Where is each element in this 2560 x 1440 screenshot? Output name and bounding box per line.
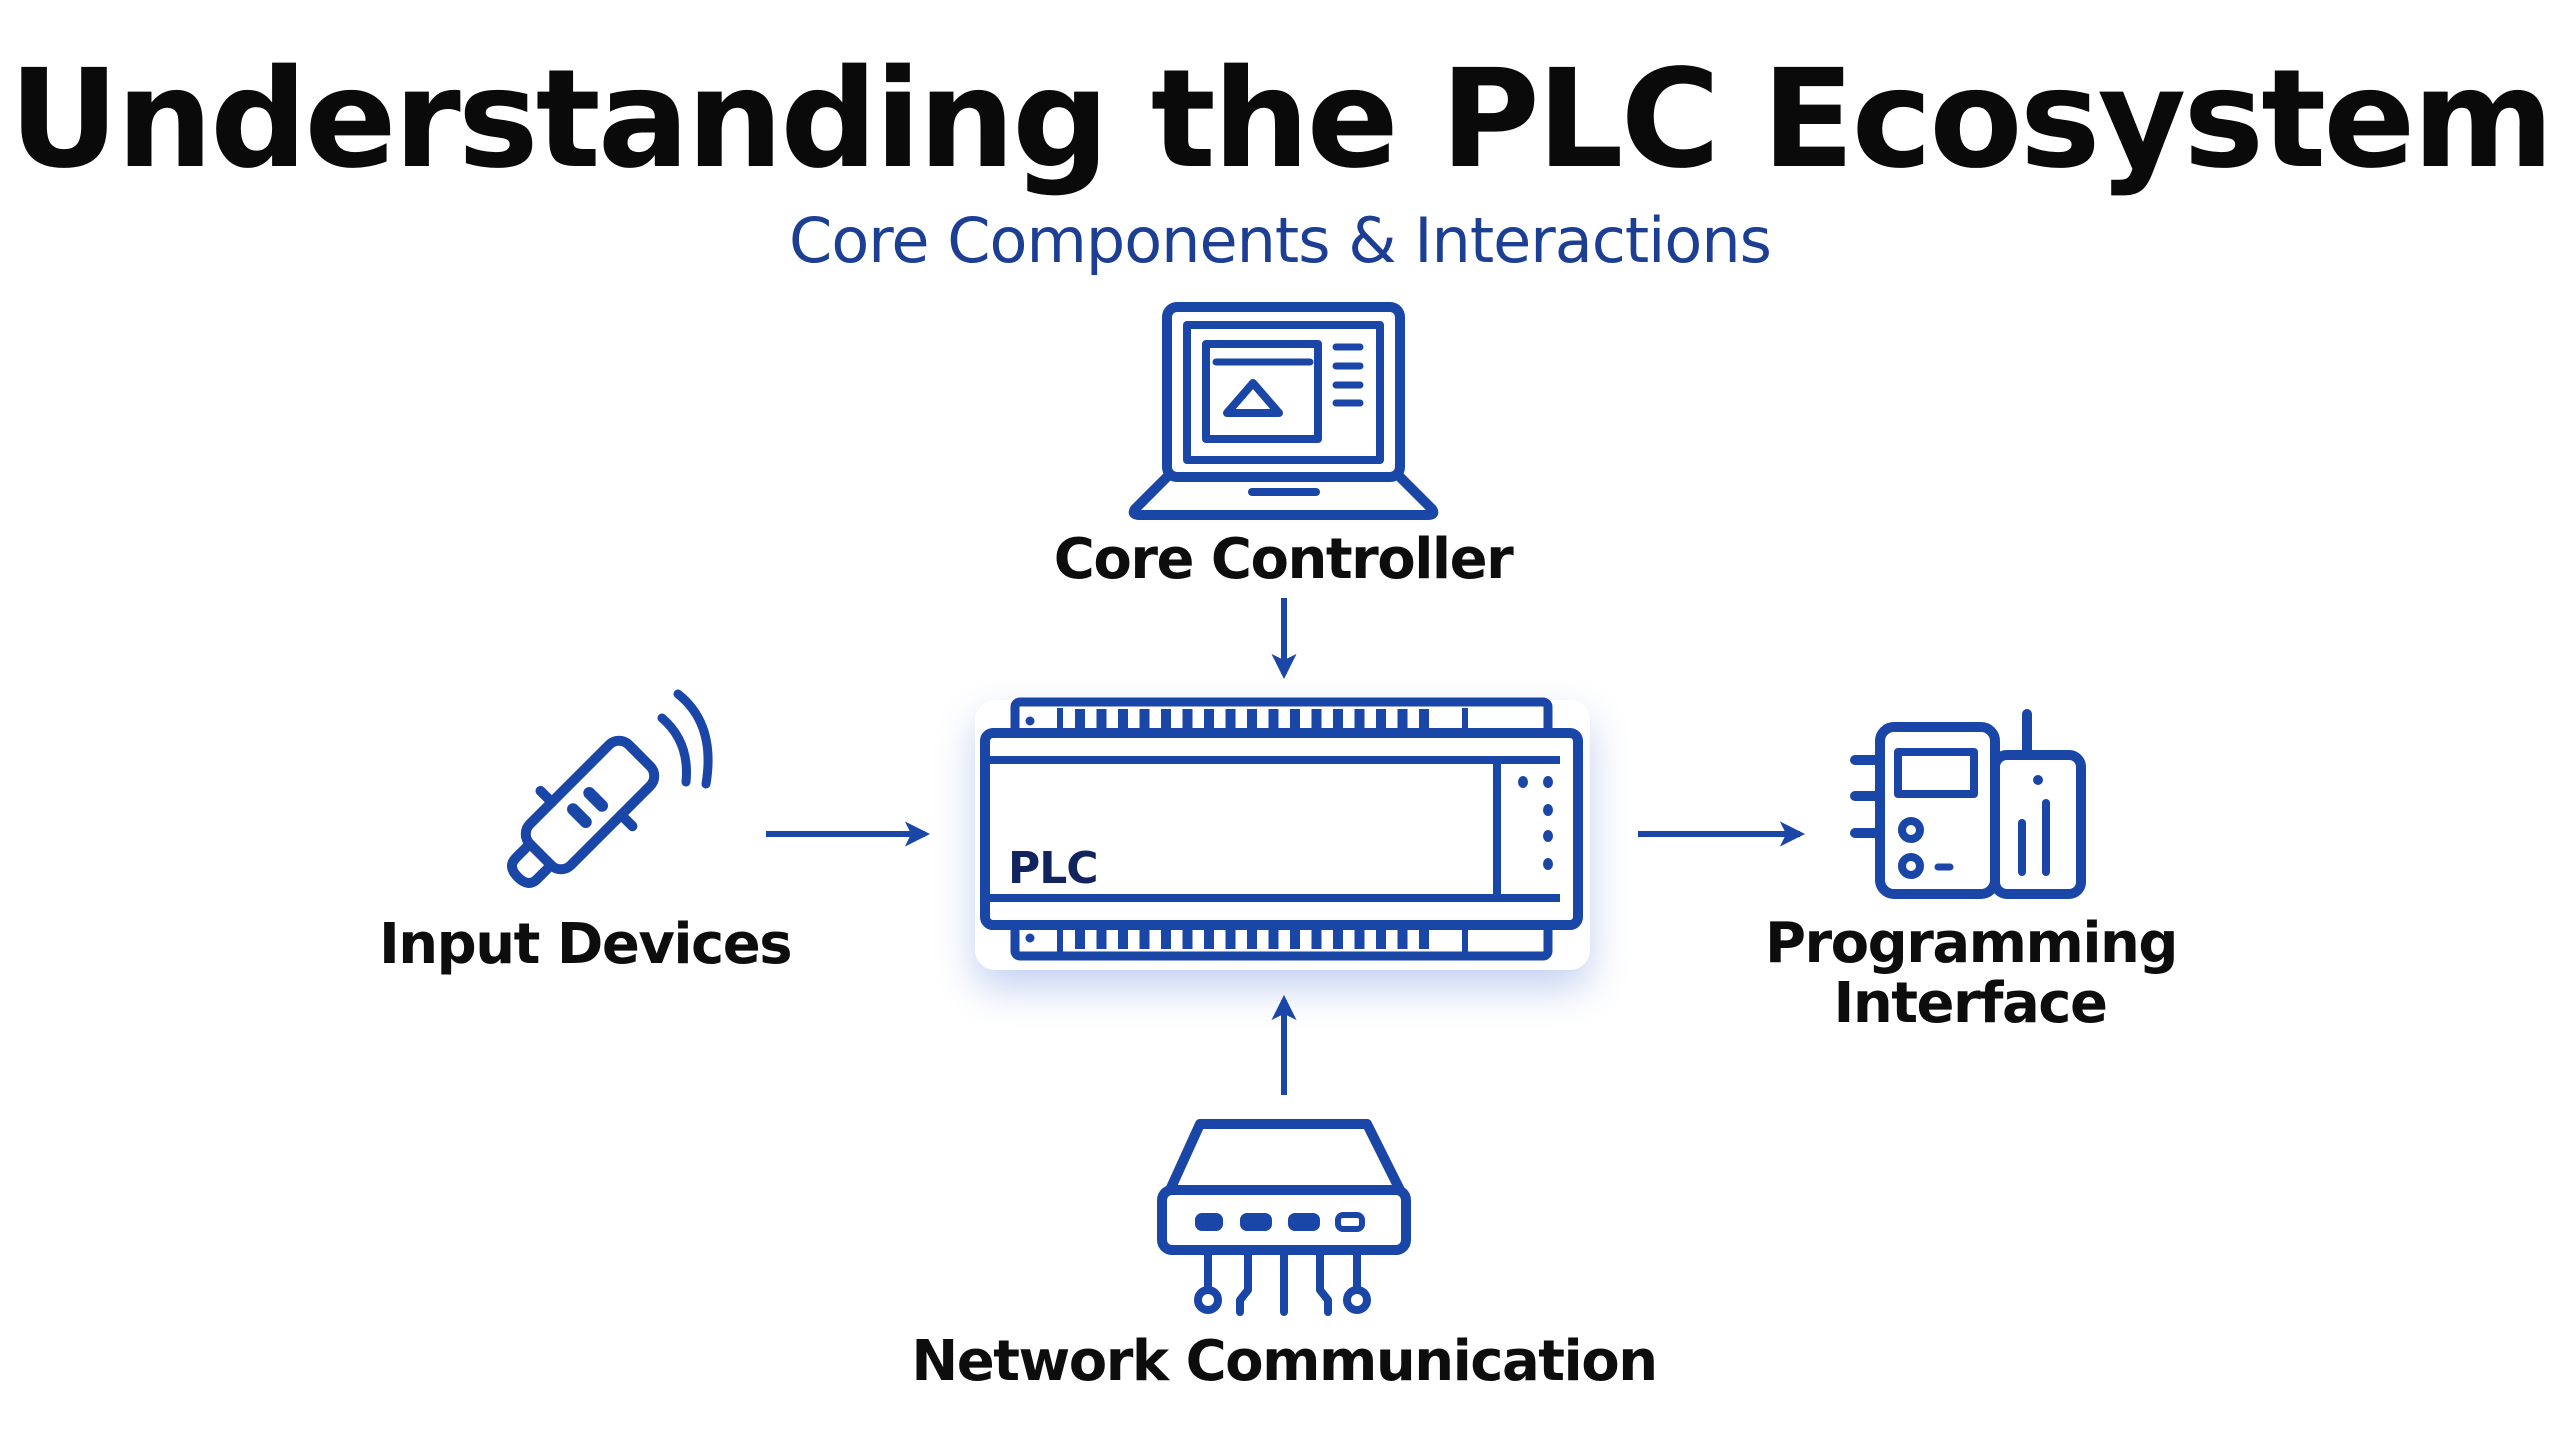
terminal-slot — [1290, 927, 1300, 949]
plc-terminals-top — [1075, 709, 1429, 731]
terminal-slot — [1311, 709, 1322, 731]
terminal-slot — [1118, 927, 1128, 949]
terminal-slot — [1376, 709, 1386, 731]
network-communication-label: Network Communication — [911, 1329, 1656, 1394]
terminal-slot — [1118, 709, 1128, 731]
terminal-slot — [1204, 709, 1214, 731]
terminal-slot — [1075, 709, 1085, 731]
programming-interface-label: Programming Interface — [1765, 911, 2195, 1036]
terminal-slot — [1247, 927, 1257, 949]
terminal-slot — [1139, 709, 1150, 731]
page-title: Understanding the PLC Ecosystem — [8, 41, 2554, 199]
terminal-slot — [1354, 709, 1365, 731]
input-devices-label: Input Devices — [379, 912, 791, 977]
terminal-slot — [1419, 927, 1429, 949]
terminal-slot — [1397, 709, 1408, 731]
terminal-slot — [1311, 927, 1322, 949]
terminal-slot — [1225, 927, 1236, 949]
terminal-slot — [1247, 709, 1257, 731]
terminal-slot — [1182, 709, 1193, 731]
handheld-programmer-icon — [1850, 709, 2086, 899]
terminal-slot — [1268, 709, 1279, 731]
terminal-slot — [1182, 927, 1193, 949]
terminal-slot — [1419, 709, 1429, 731]
sensor-icon — [507, 689, 713, 888]
terminal-slot — [1204, 927, 1214, 949]
terminal-slot — [1161, 709, 1171, 731]
laptop-icon — [1128, 302, 1439, 520]
network-switch-icon — [1157, 1119, 1411, 1316]
terminal-slot — [1333, 927, 1343, 949]
terminal-slot — [1333, 709, 1343, 731]
terminal-slot — [1397, 927, 1408, 949]
terminal-slot — [1354, 927, 1365, 949]
terminal-slot — [1225, 709, 1236, 731]
terminal-slot — [1139, 927, 1150, 949]
page-subtitle: Core Components & Interactions — [789, 204, 1772, 277]
terminal-slot — [1096, 927, 1107, 949]
terminal-slot — [1096, 709, 1107, 731]
plc-label: PLC — [1008, 843, 1098, 894]
plc-status-leds — [1518, 776, 1553, 870]
terminal-slot — [1161, 927, 1171, 949]
plc-terminals-bottom — [1075, 927, 1429, 949]
terminal-slot — [1075, 927, 1085, 949]
terminal-slot — [1376, 927, 1386, 949]
core-controller-label: Core Controller — [1054, 527, 1514, 592]
terminal-slot — [1290, 709, 1300, 731]
plc-module-icon — [980, 697, 1583, 961]
terminal-slot — [1268, 927, 1279, 949]
